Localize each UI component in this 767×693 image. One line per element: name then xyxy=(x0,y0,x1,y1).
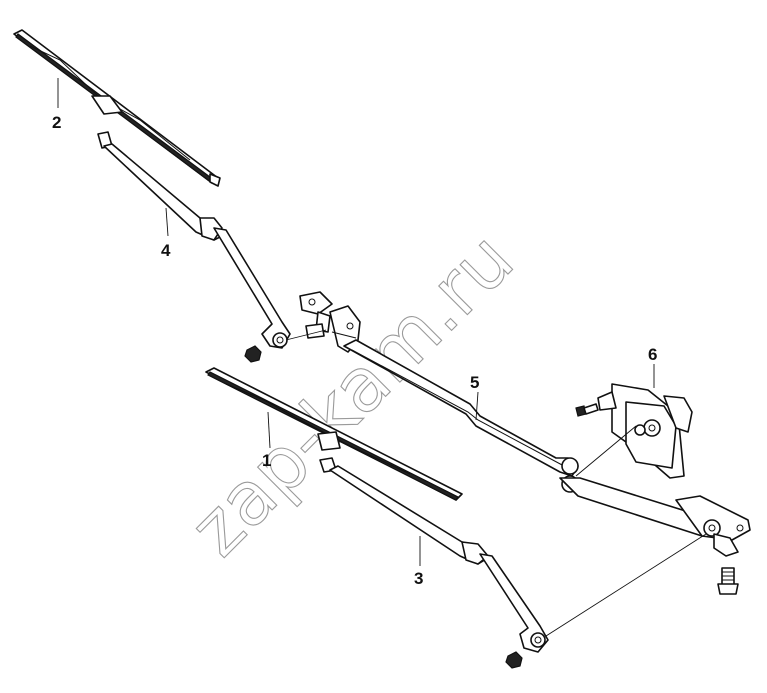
callout-3: 3 xyxy=(414,569,423,588)
lower-arm-nut xyxy=(505,651,523,669)
callout-4: 4 xyxy=(161,241,171,260)
lower-wiper-blade xyxy=(205,367,463,501)
leader-lines xyxy=(57,78,707,637)
watermark: zap-kam.ru xyxy=(174,217,530,573)
callout-1: 1 xyxy=(262,451,271,470)
lower-wiper-arm xyxy=(319,457,549,653)
callout-6: 6 xyxy=(648,345,657,364)
callout-2: 2 xyxy=(52,113,61,132)
wiper-linkage xyxy=(343,339,751,557)
upper-pivot-bracket xyxy=(299,291,361,353)
callout-5: 5 xyxy=(470,373,479,392)
wiper-motor xyxy=(597,383,693,479)
upper-wiper-arm xyxy=(97,131,291,349)
upper-wiper-blade xyxy=(13,29,221,187)
motor-bolt xyxy=(575,403,599,417)
upper-arm-nut xyxy=(244,345,262,363)
mounting-bolt xyxy=(717,567,739,595)
